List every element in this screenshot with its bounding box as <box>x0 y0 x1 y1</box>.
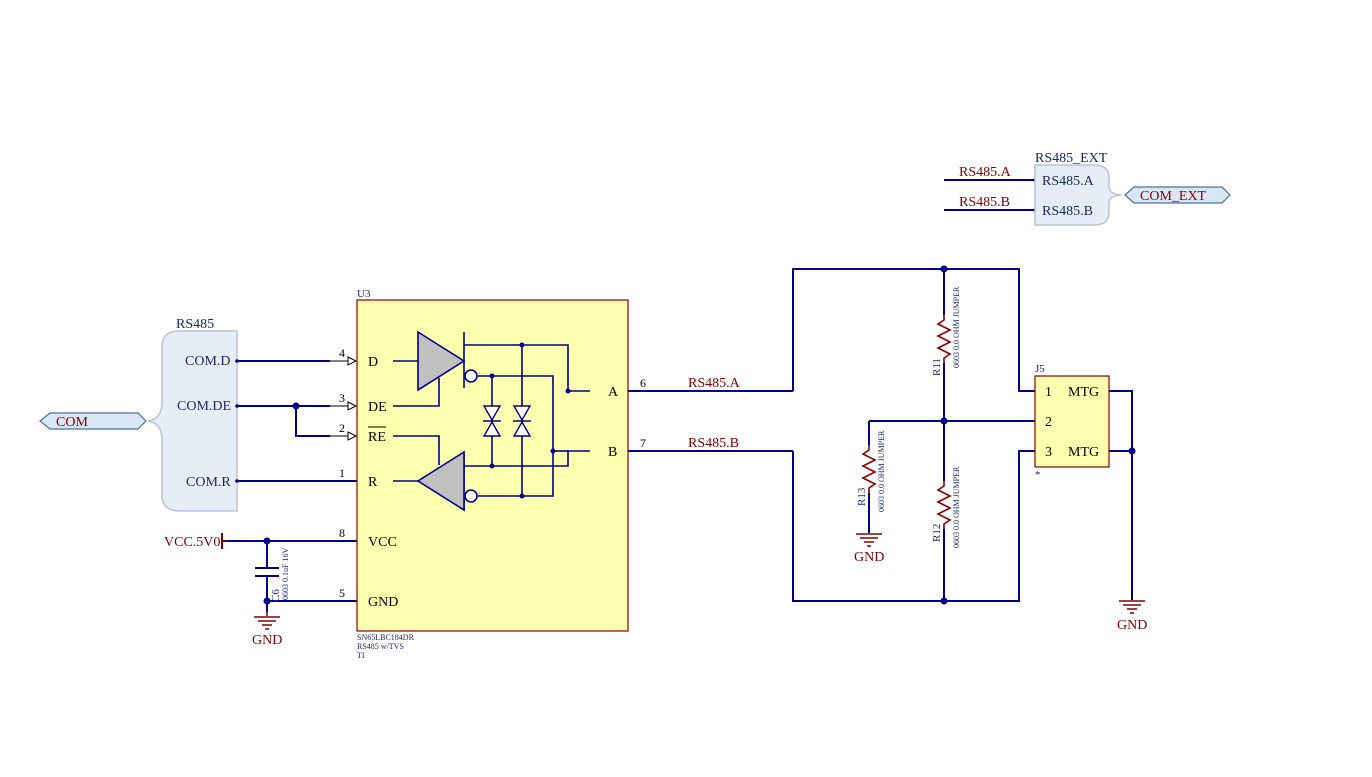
receiver-bubble <box>464 489 478 503</box>
pin-name-r: R <box>368 475 378 490</box>
ic-u3[interactable]: U3 4 3 2 1 8 5 6 7 D DE RE R VCC GND A B <box>339 288 646 660</box>
pin-number-1: 1 <box>339 466 345 480</box>
r13-designator: R13 <box>856 487 868 506</box>
driver-bubble <box>464 369 478 383</box>
gnd-label-c6: GND <box>252 633 282 648</box>
connector-j5[interactable]: J5 1 MTG 2 3 MTG * <box>1034 363 1110 481</box>
wires <box>225 179 1133 612</box>
pin-number-6: 6 <box>640 376 646 390</box>
capacitor-c6[interactable]: C6 0603 0.1uF 16V <box>255 548 290 602</box>
pin-name-d: D <box>368 355 378 370</box>
gnd-symbol-c6: GND <box>252 612 282 648</box>
harness-ext-title: RS485_EXT <box>1035 151 1108 166</box>
pin-name-b: B <box>608 445 617 460</box>
gnd-symbol-j5: GND <box>1117 600 1147 633</box>
port-com[interactable]: COM <box>39 412 147 430</box>
r11-designator: R11 <box>931 358 943 376</box>
pin-name-gnd: GND <box>368 595 398 610</box>
net-label-rs485-b: RS485.B <box>688 436 739 451</box>
r13-value: 0603 0.0 OHM JUMPER <box>877 430 886 512</box>
pin-name-re: RE <box>368 430 386 445</box>
vcc-label: VCC.5V0 <box>164 535 220 550</box>
j5-pin-1-name: MTG <box>1068 385 1099 400</box>
pin-number-4: 4 <box>339 346 345 360</box>
j5-pin-1-number: 1 <box>1045 385 1052 400</box>
harness-entry-com-d: COM.D <box>185 354 231 369</box>
junctions <box>235 178 1136 605</box>
harness-body <box>147 330 238 512</box>
resistor-r13[interactable]: R13 0603 0.0 OHM JUMPER <box>856 430 886 512</box>
harness-rs485-ext: RS485_EXT RS485.A RS485.B RS485.A RS485.… <box>959 151 1122 226</box>
pin-arrows <box>347 356 358 441</box>
pin-number-2: 2 <box>339 421 345 435</box>
cap-designator: C6 <box>270 589 282 602</box>
ic-description: RS485 w/TVS <box>357 642 404 651</box>
pin-name-de: DE <box>368 400 387 415</box>
pin-name-a: A <box>608 385 619 400</box>
gnd-label-r13: GND <box>854 550 884 565</box>
resistor-r11[interactable]: R11 0603 0.0 OHM JUMPER <box>931 286 961 376</box>
pin-number-3: 3 <box>339 391 345 405</box>
pin-number-5: 5 <box>339 586 345 600</box>
harness-ext-body <box>1034 164 1122 226</box>
harness-entry-com-de: COM.DE <box>177 399 231 414</box>
r11-value: 0603 0.0 OHM JUMPER <box>952 286 961 368</box>
r12-value: 0603 0.0 OHM JUMPER <box>952 466 961 548</box>
gnd-symbol-r13: GND <box>854 533 884 565</box>
tvs-diode-2 <box>512 405 532 437</box>
net-label-rs485-a: RS485.A <box>688 376 741 391</box>
net-label-ext-b: RS485.B <box>959 195 1010 210</box>
j5-designator: J5 <box>1035 363 1045 375</box>
resistor-r12[interactable]: R12 0603 0.0 OHM JUMPER <box>931 466 961 548</box>
cap-value: 0603 0.1uF 16V <box>281 548 290 600</box>
ic-part-number: SN65LBC184DR <box>357 633 415 642</box>
harness-ext-entry-b: RS485.B <box>1042 204 1093 219</box>
gnd-label-j5: GND <box>1117 618 1147 633</box>
harness-rs485: RS485 COM.D COM.DE COM.R <box>147 317 238 512</box>
pin-number-7: 7 <box>640 436 646 450</box>
driver-triangle <box>417 330 466 392</box>
harness-ext-entry-a: RS485.A <box>1042 174 1095 189</box>
ic-designator: U3 <box>357 288 371 300</box>
power-port-vcc: VCC.5V0 <box>164 533 228 550</box>
net-label-ext-a: RS485.A <box>959 165 1012 180</box>
j5-pin-3-name: MTG <box>1068 445 1099 460</box>
j5-pin-2-number: 2 <box>1045 415 1052 430</box>
pin-number-8: 8 <box>339 526 345 540</box>
pin-name-vcc: VCC <box>368 535 397 550</box>
ic-manufacturer: TI <box>357 651 365 660</box>
pin-stubs <box>330 360 348 437</box>
j5-marker: * <box>1035 469 1041 481</box>
receiver-triangle <box>416 450 465 512</box>
port-com-ext[interactable]: COM_EXT <box>1124 186 1231 204</box>
tvs-diode-1 <box>482 405 502 437</box>
ic-internal-junctions <box>489 342 571 499</box>
port-com-ext-label: COM_EXT <box>1140 189 1207 204</box>
r12-designator: R12 <box>931 524 943 542</box>
port-com-label: COM <box>56 415 88 430</box>
j5-pin-3-number: 3 <box>1045 445 1052 460</box>
harness-entry-com-r: COM.R <box>186 475 231 490</box>
harness-title: RS485 <box>176 317 214 332</box>
